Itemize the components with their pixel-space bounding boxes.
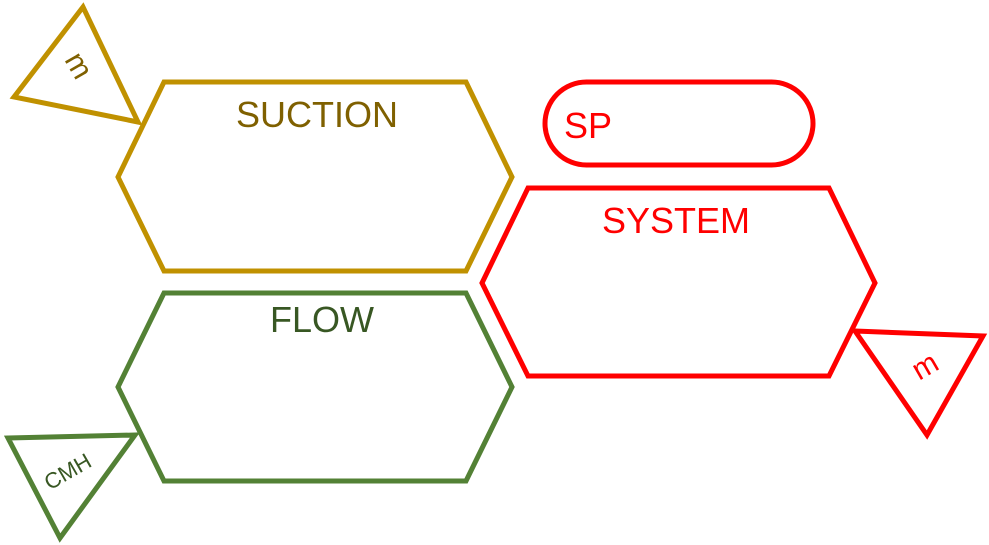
sp-pill: [542, 79, 816, 168]
suction-hexagon: [115, 79, 515, 274]
suction-label: SUCTION: [236, 94, 398, 135]
flow-label: FLOW: [270, 299, 374, 340]
system-block[interactable]: SYSTEM: [479, 185, 878, 379]
flow-unit-tag[interactable]: CMH: [3, 432, 140, 543]
suction-block[interactable]: SUCTION: [115, 79, 515, 274]
system-hexagon: [479, 185, 878, 379]
sp-block[interactable]: SP: [542, 79, 816, 168]
sp-label: SP: [564, 105, 612, 146]
flow-unit-triangle: [3, 432, 140, 543]
suction-unit-triangle: [9, 2, 143, 126]
system-unit-triangle: [850, 328, 988, 440]
system-label: SYSTEM: [602, 200, 750, 241]
flow-block[interactable]: FLOW: [115, 290, 515, 484]
suction-unit-tag[interactable]: m: [9, 2, 143, 126]
flow-hexagon: [115, 290, 515, 484]
system-unit-tag[interactable]: m: [850, 328, 988, 440]
